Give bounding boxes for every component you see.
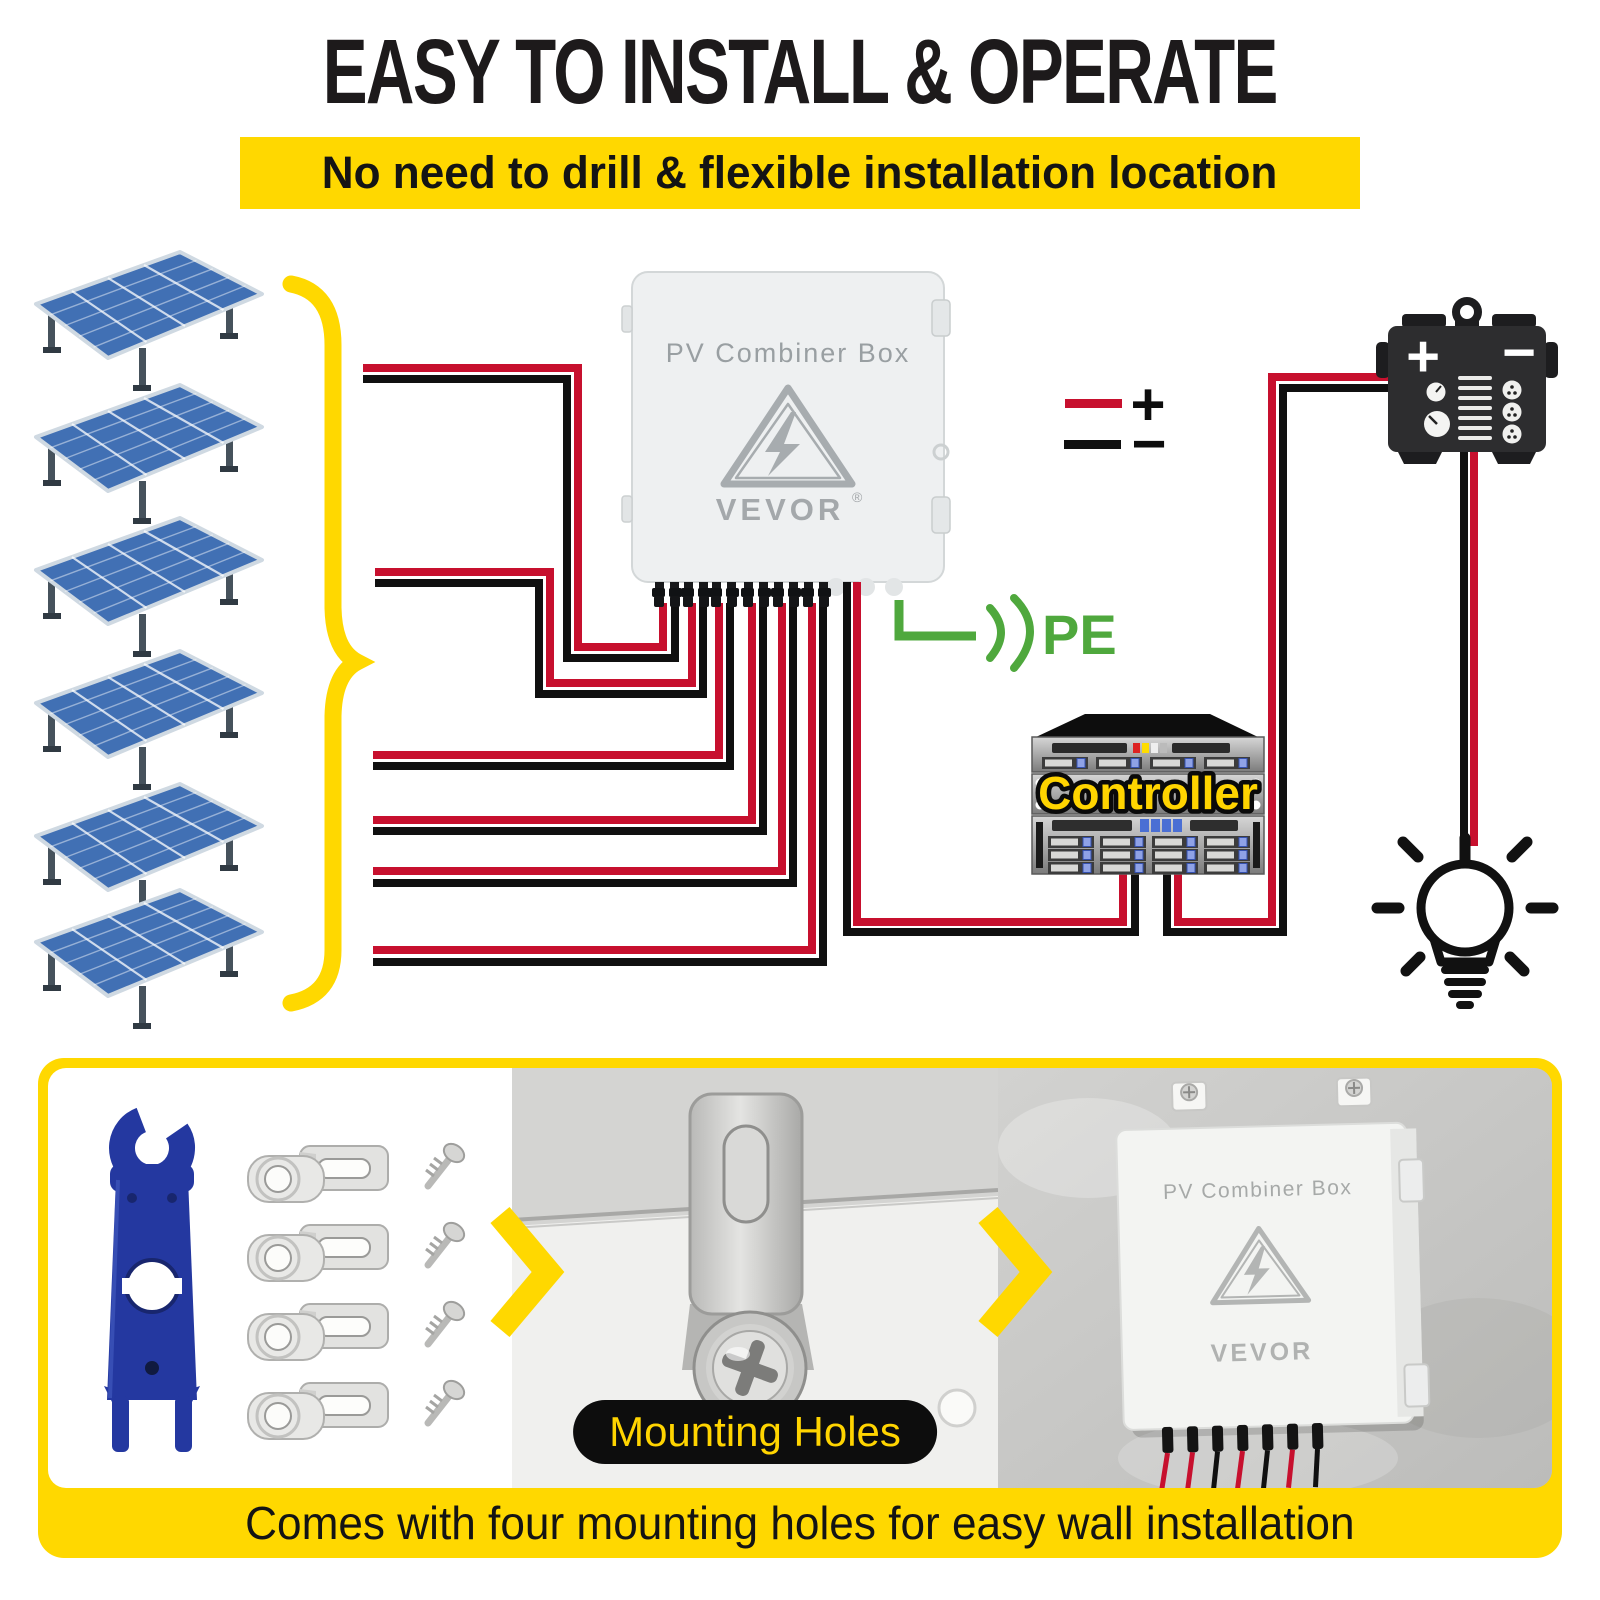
box-hinge — [1403, 1363, 1431, 1408]
box-hinge — [1398, 1158, 1425, 1203]
brace-icon — [282, 275, 376, 1012]
screws — [426, 1142, 468, 1423]
mounting-holes-badge: Mounting Holes — [573, 1400, 937, 1464]
photo-accessories — [48, 1068, 512, 1488]
positive-wires — [363, 364, 1478, 954]
wall-mounted-box: PV Combiner Box VEVOR — [1115, 1076, 1431, 1488]
combiner-box-label: PV Combiner Box — [666, 338, 911, 368]
box-hinge — [931, 299, 951, 337]
solar-panel — [34, 516, 264, 659]
controller: Controller — [1031, 714, 1265, 875]
legend-negative-wire — [1064, 440, 1121, 449]
footer-caption-text: Comes with four mounting holes for easy … — [245, 1497, 1355, 1549]
pe-label: PE — [1042, 603, 1117, 666]
mc4-connector-icon — [709, 582, 739, 607]
solar-panel-array — [34, 250, 264, 1031]
cable-gland — [937, 1388, 977, 1428]
photos-row: Mounting Holes — [48, 1068, 1552, 1488]
page-title: EASY TO INSTALL & OPERATE — [322, 21, 1279, 124]
box-latch — [932, 443, 950, 461]
pv-combiner-box: PV Combiner Box VEVOR ® — [621, 271, 951, 596]
brand-registered-mark: ® — [852, 489, 863, 505]
screw-icon — [426, 1377, 468, 1423]
polarity-legend: + − — [1064, 371, 1167, 477]
photo-wall-installation: PV Combiner Box VEVOR — [998, 1068, 1552, 1488]
pe-ground: PE — [894, 594, 1117, 672]
box-left-tab — [621, 495, 633, 523]
mc4-connectors — [652, 582, 831, 607]
mounting-holes-text: Mounting Holes — [609, 1408, 901, 1455]
legend-plus: + — [1130, 371, 1165, 438]
battery-plus: + — [1406, 324, 1440, 389]
solar-panel — [34, 250, 264, 393]
legend-minus: − — [1131, 410, 1166, 477]
high-voltage-warning-icon — [720, 384, 856, 488]
battery-icon: + − — [1376, 297, 1558, 464]
light-bulb-icon — [1371, 832, 1559, 1009]
subtitle-text: No need to drill & flexible installation… — [322, 147, 1278, 198]
controller-label: Controller — [1038, 767, 1258, 819]
solar-panel — [34, 383, 264, 526]
screw-icon — [426, 1219, 468, 1265]
wall-box-illustration: PV Combiner Box VEVOR — [998, 1068, 1552, 1488]
negative-wires — [363, 375, 1468, 966]
high-voltage-warning-icon — [1210, 1225, 1312, 1306]
box-hinge — [931, 496, 951, 534]
screw-icon — [426, 1298, 468, 1344]
wall-screw-bracket — [1335, 1076, 1373, 1108]
wall-box-label: PV Combiner Box — [1163, 1176, 1353, 1204]
wall-screw-bracket — [1170, 1080, 1208, 1112]
wall-box-connectors — [1159, 1422, 1324, 1488]
battery-outlets — [1502, 380, 1522, 444]
accessories-illustration — [104, 1105, 512, 1452]
solar-panel — [34, 649, 264, 792]
box-bottom-glands — [827, 578, 903, 596]
wall-box-brand: VEVOR — [1210, 1337, 1313, 1368]
photo-bracket-closeup: Mounting Holes — [512, 1068, 998, 1488]
mounting-brackets — [246, 1145, 390, 1441]
battery-minus: − — [1502, 320, 1536, 385]
mounting-bracket-icon — [246, 1302, 390, 1362]
combiner-box-brand: VEVOR — [716, 492, 845, 527]
spanner-wrench-icon — [104, 1105, 200, 1452]
installation-section: Mounting Holes — [38, 1058, 1562, 1558]
pe-ground-icon — [894, 600, 976, 641]
mounting-bracket-icon — [246, 1223, 390, 1283]
mounting-bracket-icon — [246, 1381, 390, 1441]
mounting-bracket-large-icon — [682, 1092, 814, 1426]
solar-panel — [34, 888, 264, 1031]
subtitle-banner: No need to drill & flexible installation… — [240, 137, 1360, 209]
legend-positive-wire — [1065, 399, 1122, 408]
footer-caption: Comes with four mounting holes for easy … — [38, 1488, 1562, 1558]
pv-string-wires — [363, 364, 1478, 966]
box-left-tab — [621, 305, 633, 333]
